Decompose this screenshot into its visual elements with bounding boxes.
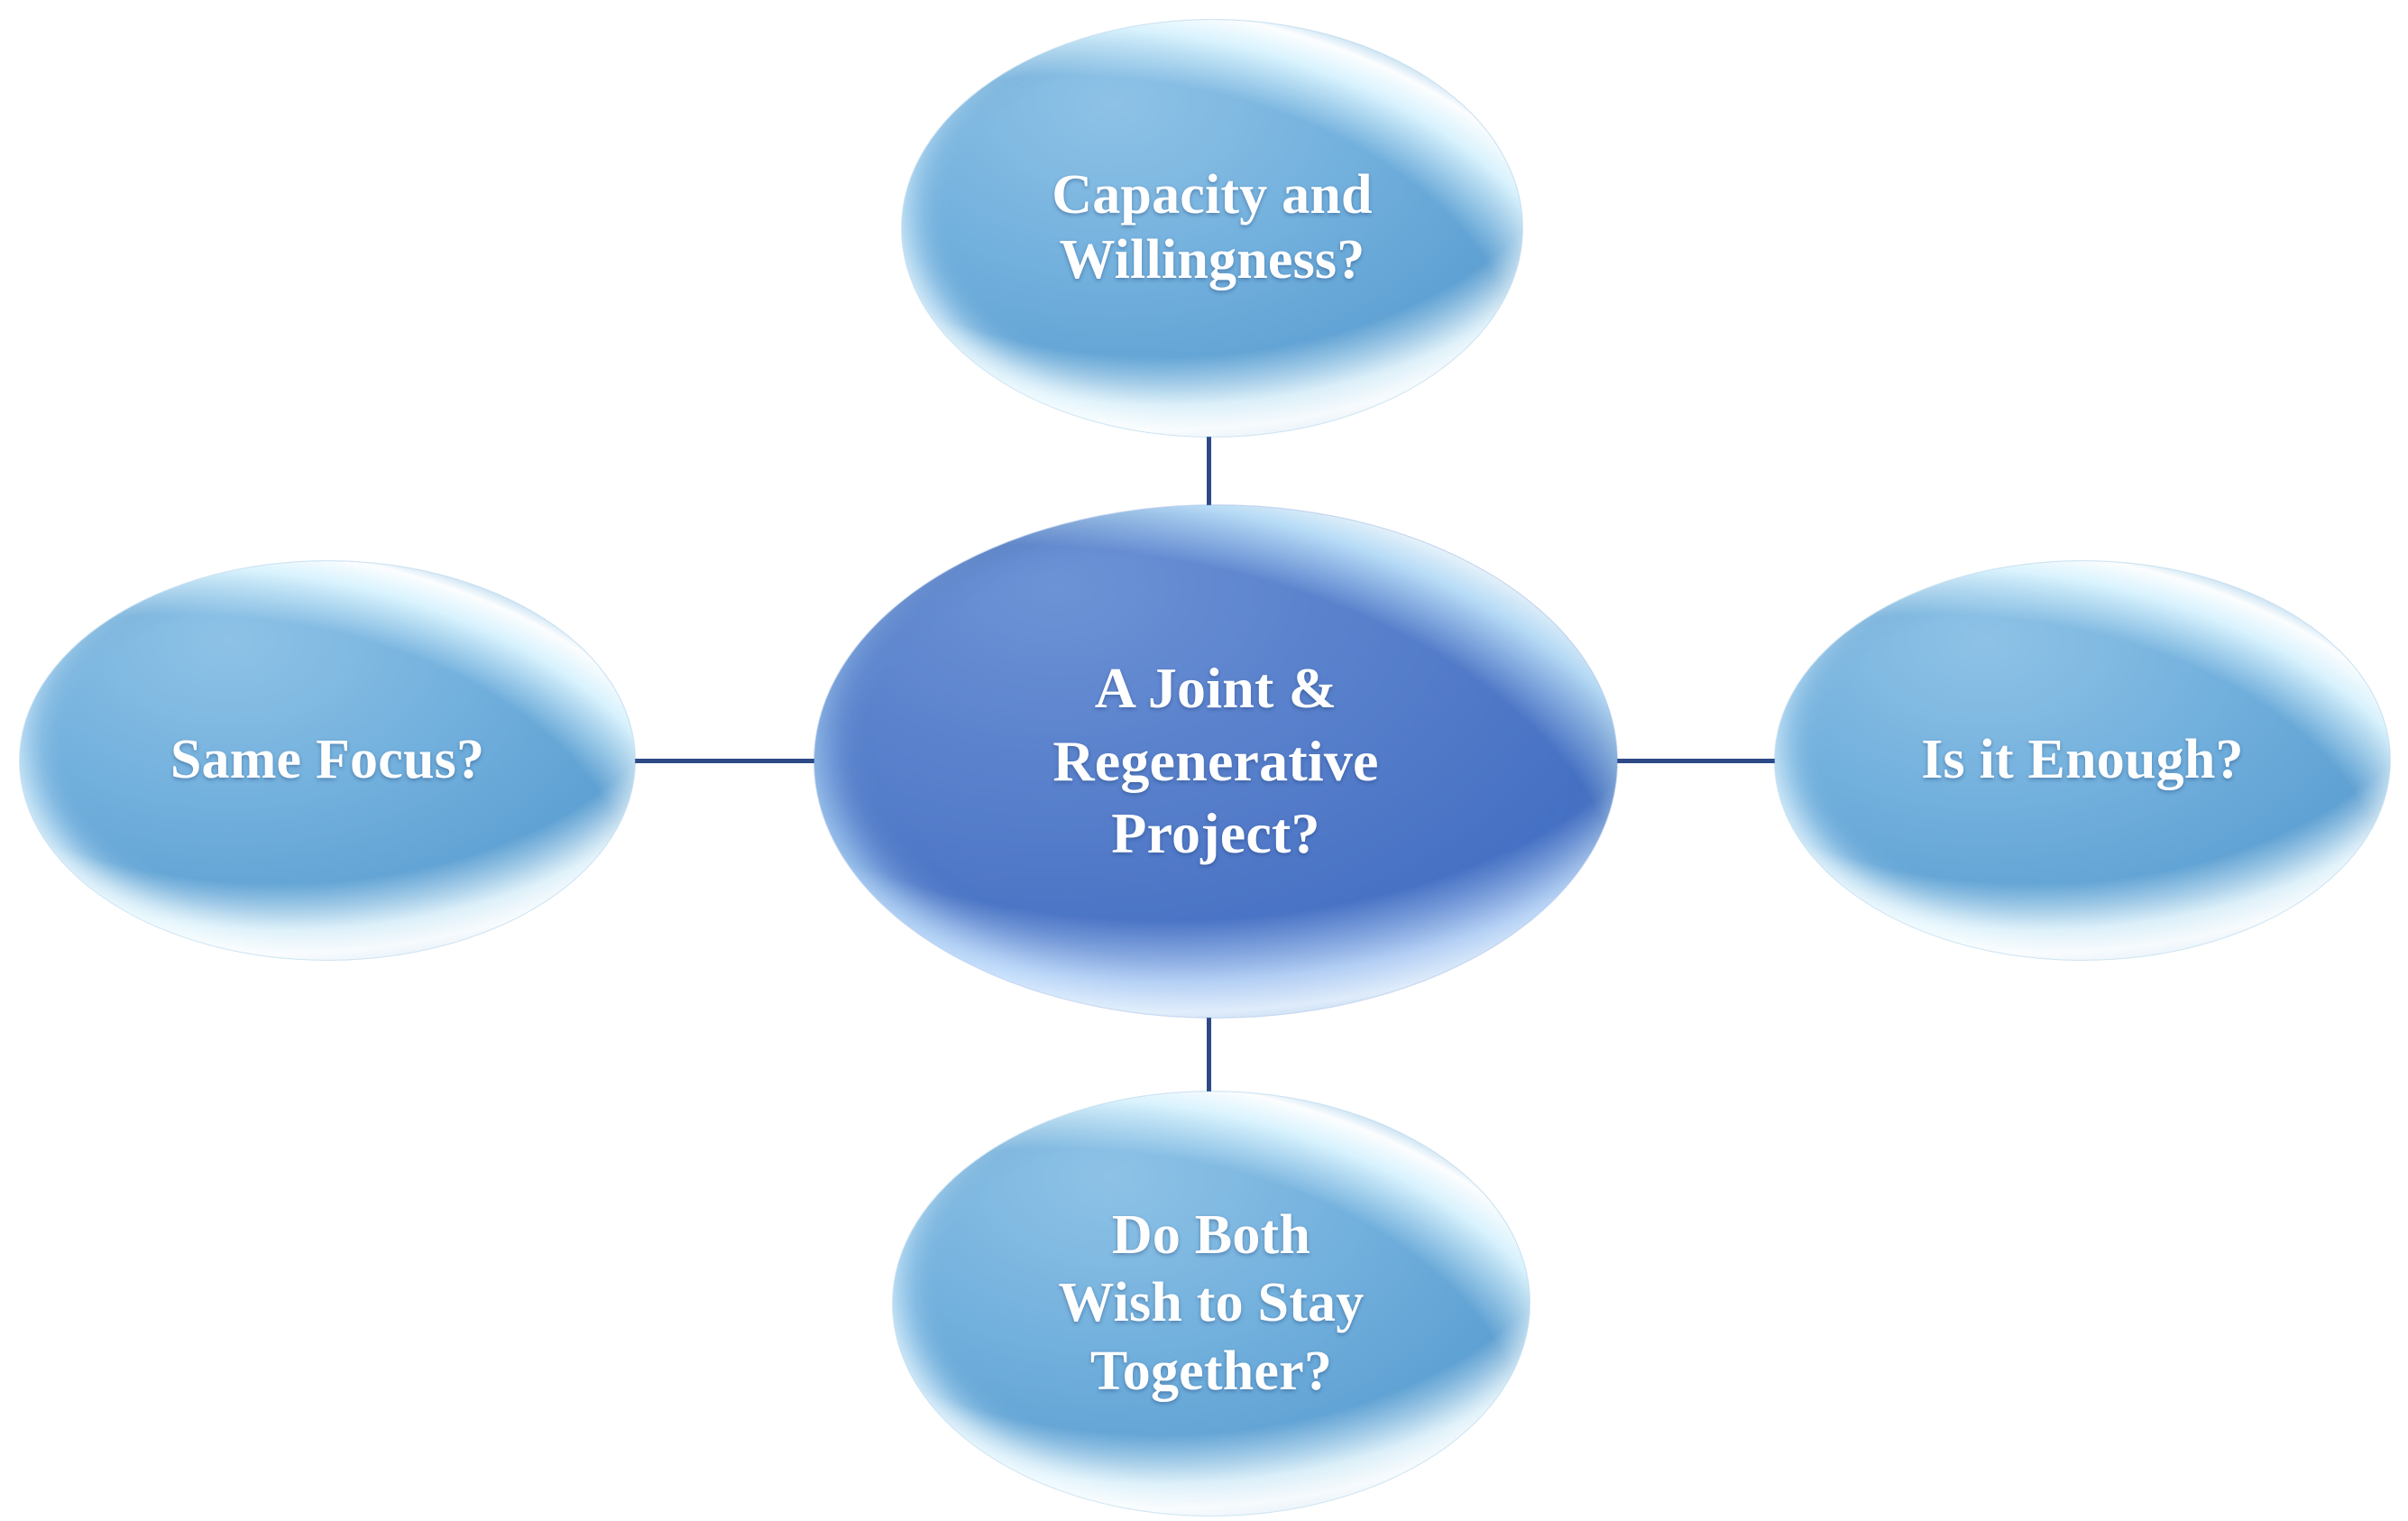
node-label-joint-and-regenerative-project: A Joint & Regenerative Project?: [1052, 656, 1379, 866]
node-is-it-enough[interactable]: Is it Enough?: [1775, 561, 2390, 960]
connector-center-to-right: [1610, 759, 1787, 763]
node-label-same-focus: Same Focus?: [170, 729, 485, 791]
connector-left-to-center: [631, 759, 821, 763]
connector-top-to-center: [1207, 424, 1211, 512]
node-joint-and-regenerative-project[interactable]: A Joint & Regenerative Project?: [814, 505, 1617, 1018]
connector-center-to-bottom: [1207, 1009, 1211, 1099]
node-do-both-wish-to-stay-together[interactable]: Do Both Wish to Stay Together?: [893, 1092, 1530, 1516]
node-label-is-it-enough: Is it Enough?: [1921, 729, 2244, 791]
node-same-focus[interactable]: Same Focus?: [20, 561, 635, 960]
node-label-do-both-wish-to-stay-together: Do Both Wish to Stay Together?: [1058, 1203, 1365, 1402]
node-label-capacity-and-willingness: Capacity and Willingness?: [1052, 164, 1373, 290]
node-capacity-and-willingness[interactable]: Capacity and Willingness?: [902, 20, 1522, 437]
